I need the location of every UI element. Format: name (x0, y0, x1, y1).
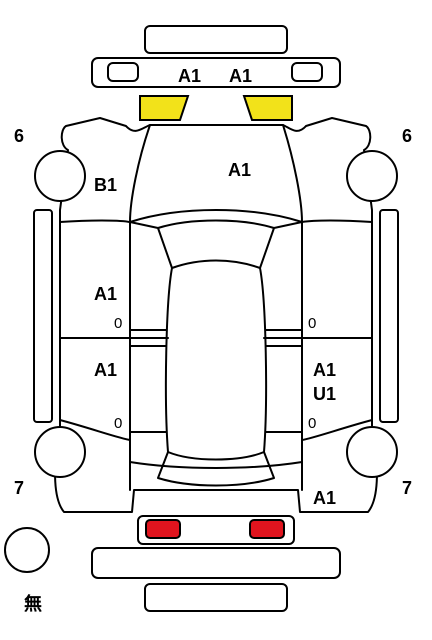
headlight-right (242, 95, 293, 121)
label-wheel-rear-right: 7 (402, 478, 412, 498)
mark-rear-right-door: 0 (308, 415, 316, 432)
wheel-rear-left (34, 426, 86, 478)
side-skirt-right (379, 209, 399, 423)
label-hood: A1 (228, 160, 251, 180)
label-front-bumper-right: A1 (229, 66, 252, 86)
windshield-base (129, 209, 303, 223)
body-outline (54, 117, 378, 513)
hood-left-edge (129, 124, 151, 223)
front-edge-panel (144, 25, 288, 54)
spare-tire-icon (4, 527, 50, 573)
label-front-door-left: A1 (94, 284, 117, 304)
left-rear-quarter (59, 419, 167, 441)
taillight-left (145, 519, 181, 539)
rear-deck (129, 461, 303, 469)
rear-edge-panel (144, 583, 288, 612)
front-bumper (91, 57, 341, 88)
label-rear-door-left: A1 (94, 360, 117, 380)
mark-rear-left-door: 0 (114, 415, 122, 432)
left-front-fender-line (59, 219, 131, 223)
label-rear-fender-right: A1 (313, 488, 336, 508)
wheel-front-right (346, 150, 398, 202)
roof (164, 259, 268, 461)
left-step-1 (129, 329, 167, 347)
label-rear-door-right-2: U1 (313, 384, 336, 404)
label-front-fender-left: B1 (94, 175, 117, 195)
right-rear-quarter (265, 419, 373, 441)
wheel-front-left (34, 150, 86, 202)
label-spare-tire: 無 (24, 593, 42, 614)
label-wheel-rear-left: 7 (14, 478, 24, 498)
mark-front-right-door: 0 (308, 315, 316, 332)
label-wheel-front-left: 6 (14, 126, 24, 146)
label-front-bumper-left: A1 (178, 66, 201, 86)
rear-window-line (157, 451, 275, 487)
a-pillar-left (129, 221, 173, 269)
mark-front-left-door: 0 (114, 315, 122, 332)
hood-right-edge (282, 124, 303, 223)
right-front-fender-line (301, 219, 373, 223)
side-skirt-left (33, 209, 53, 423)
label-rear-door-right: A1 (313, 360, 336, 380)
a-pillar-right (259, 221, 303, 269)
front-fog-lamp-right (291, 62, 323, 82)
front-fog-lamp-left (107, 62, 139, 82)
rear-bumper (91, 547, 341, 579)
headlight-left (139, 95, 190, 121)
wheel-rear-right (346, 426, 398, 478)
label-wheel-front-right: 6 (402, 126, 412, 146)
windshield-top (157, 219, 275, 229)
right-step-1 (265, 329, 303, 347)
taillight-right (249, 519, 285, 539)
